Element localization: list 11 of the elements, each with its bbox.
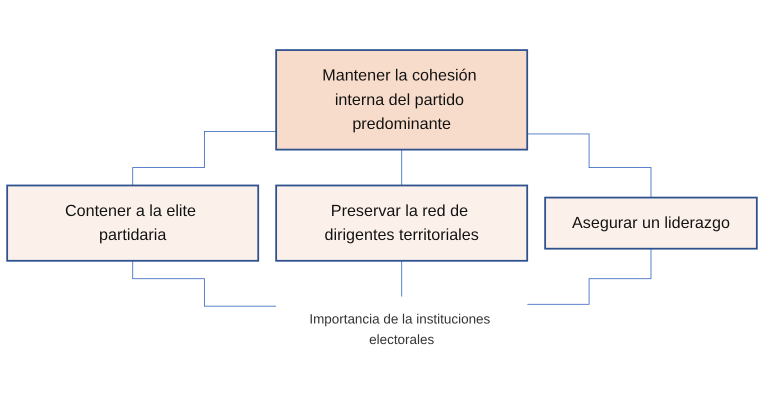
connector: [132, 260, 277, 307]
connector: [526, 248, 652, 305]
node-box: Asegurar un liderazgo: [544, 196, 758, 250]
node-box: Contener a la elite partidaria: [6, 184, 260, 262]
connector: [526, 134, 652, 198]
node-box: Preservar la red de dirigentes territoriales: [275, 184, 528, 262]
node-text: Importancia de la instituciones electorales: [309, 312, 490, 348]
connector: [401, 149, 402, 186]
connector: [132, 131, 277, 186]
connector: [401, 260, 402, 298]
node-box: Mantener la cohesión interna del partido predominante: [275, 49, 528, 151]
